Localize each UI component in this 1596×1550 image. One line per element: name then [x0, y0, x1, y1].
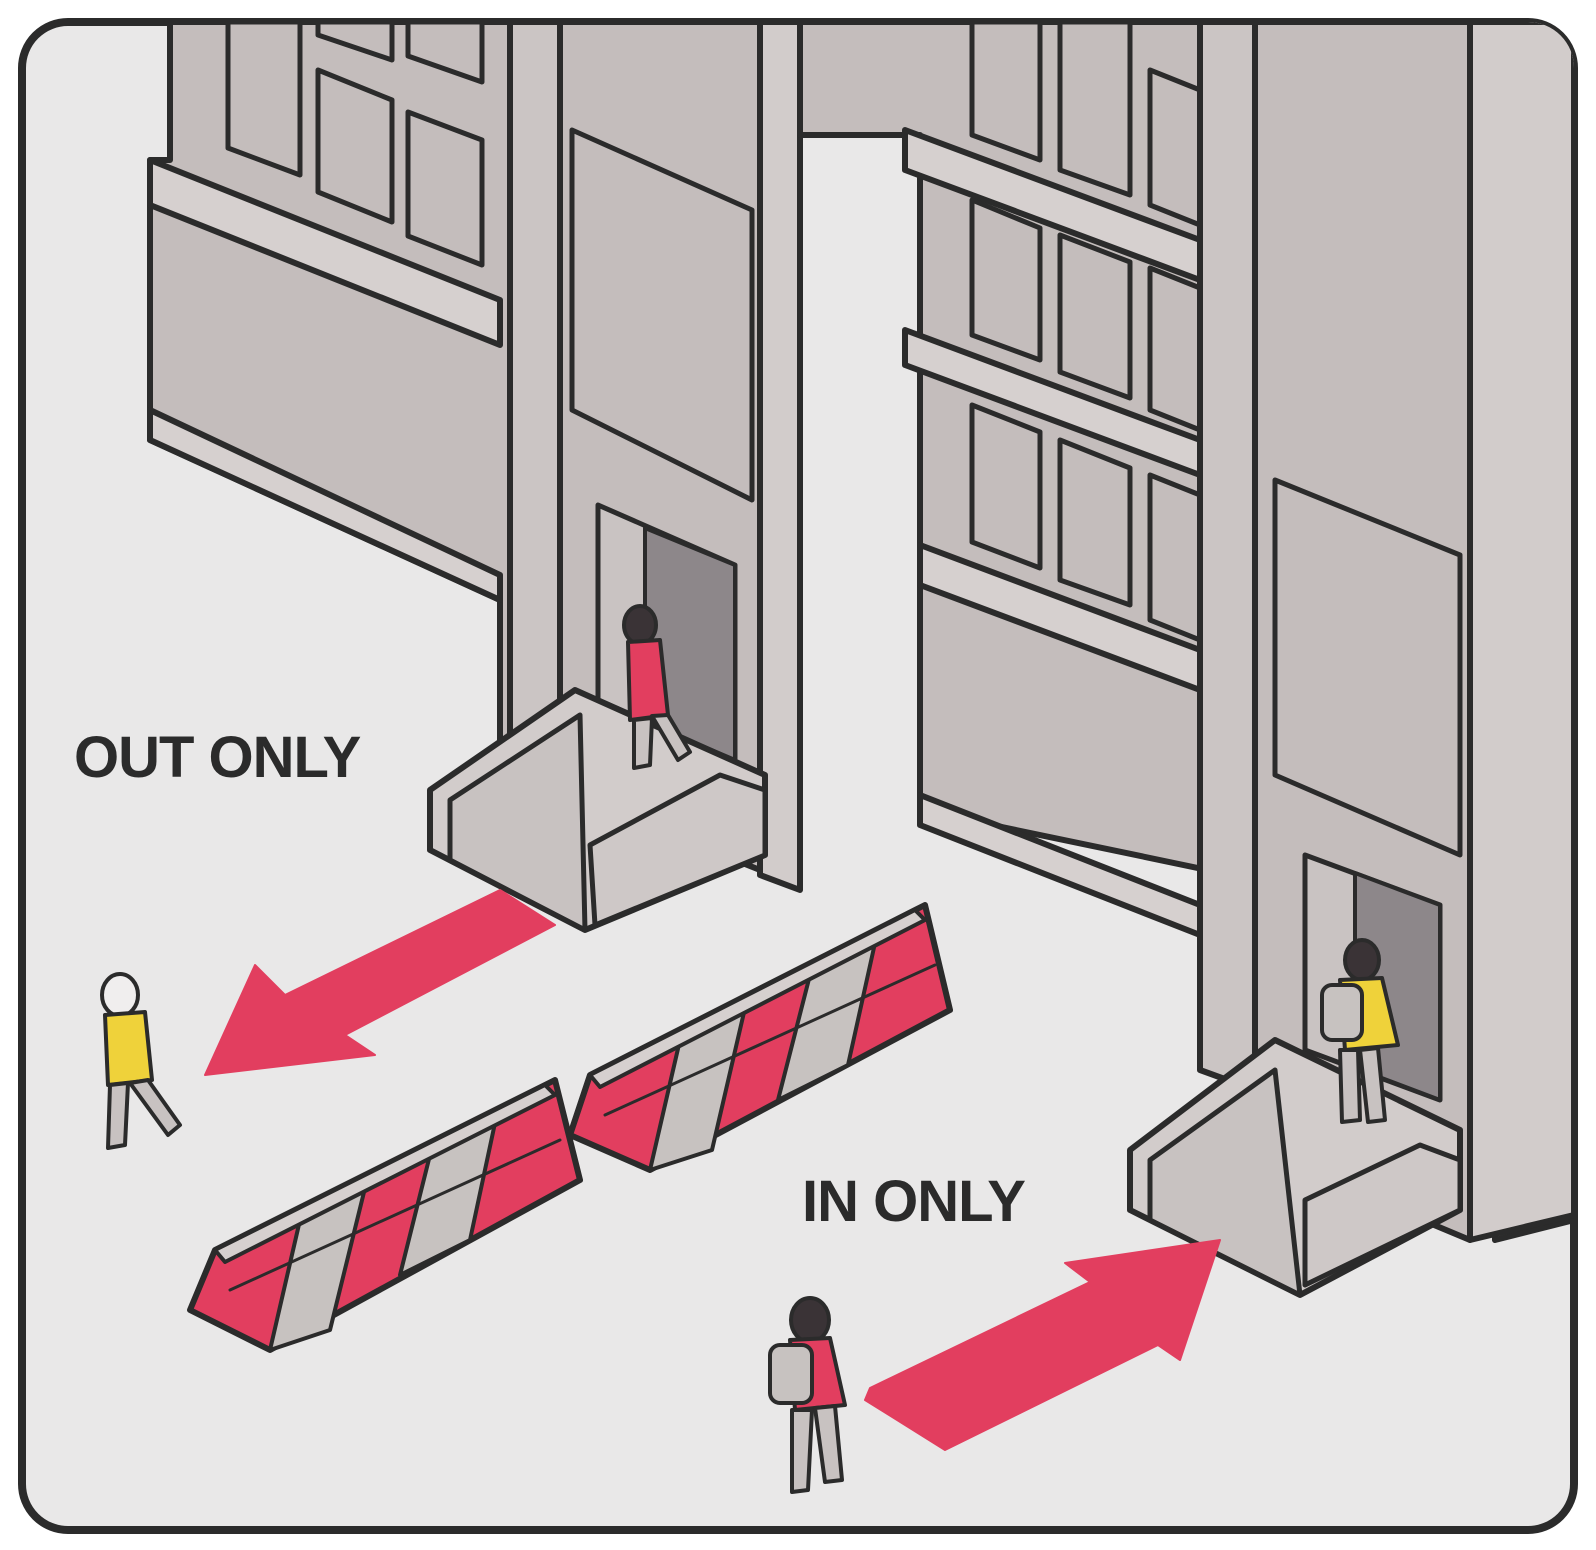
out-only-label: OUT ONLY: [74, 724, 360, 791]
right-building-windows: [972, 22, 1200, 640]
in-only-label: IN ONLY: [802, 1168, 1025, 1235]
